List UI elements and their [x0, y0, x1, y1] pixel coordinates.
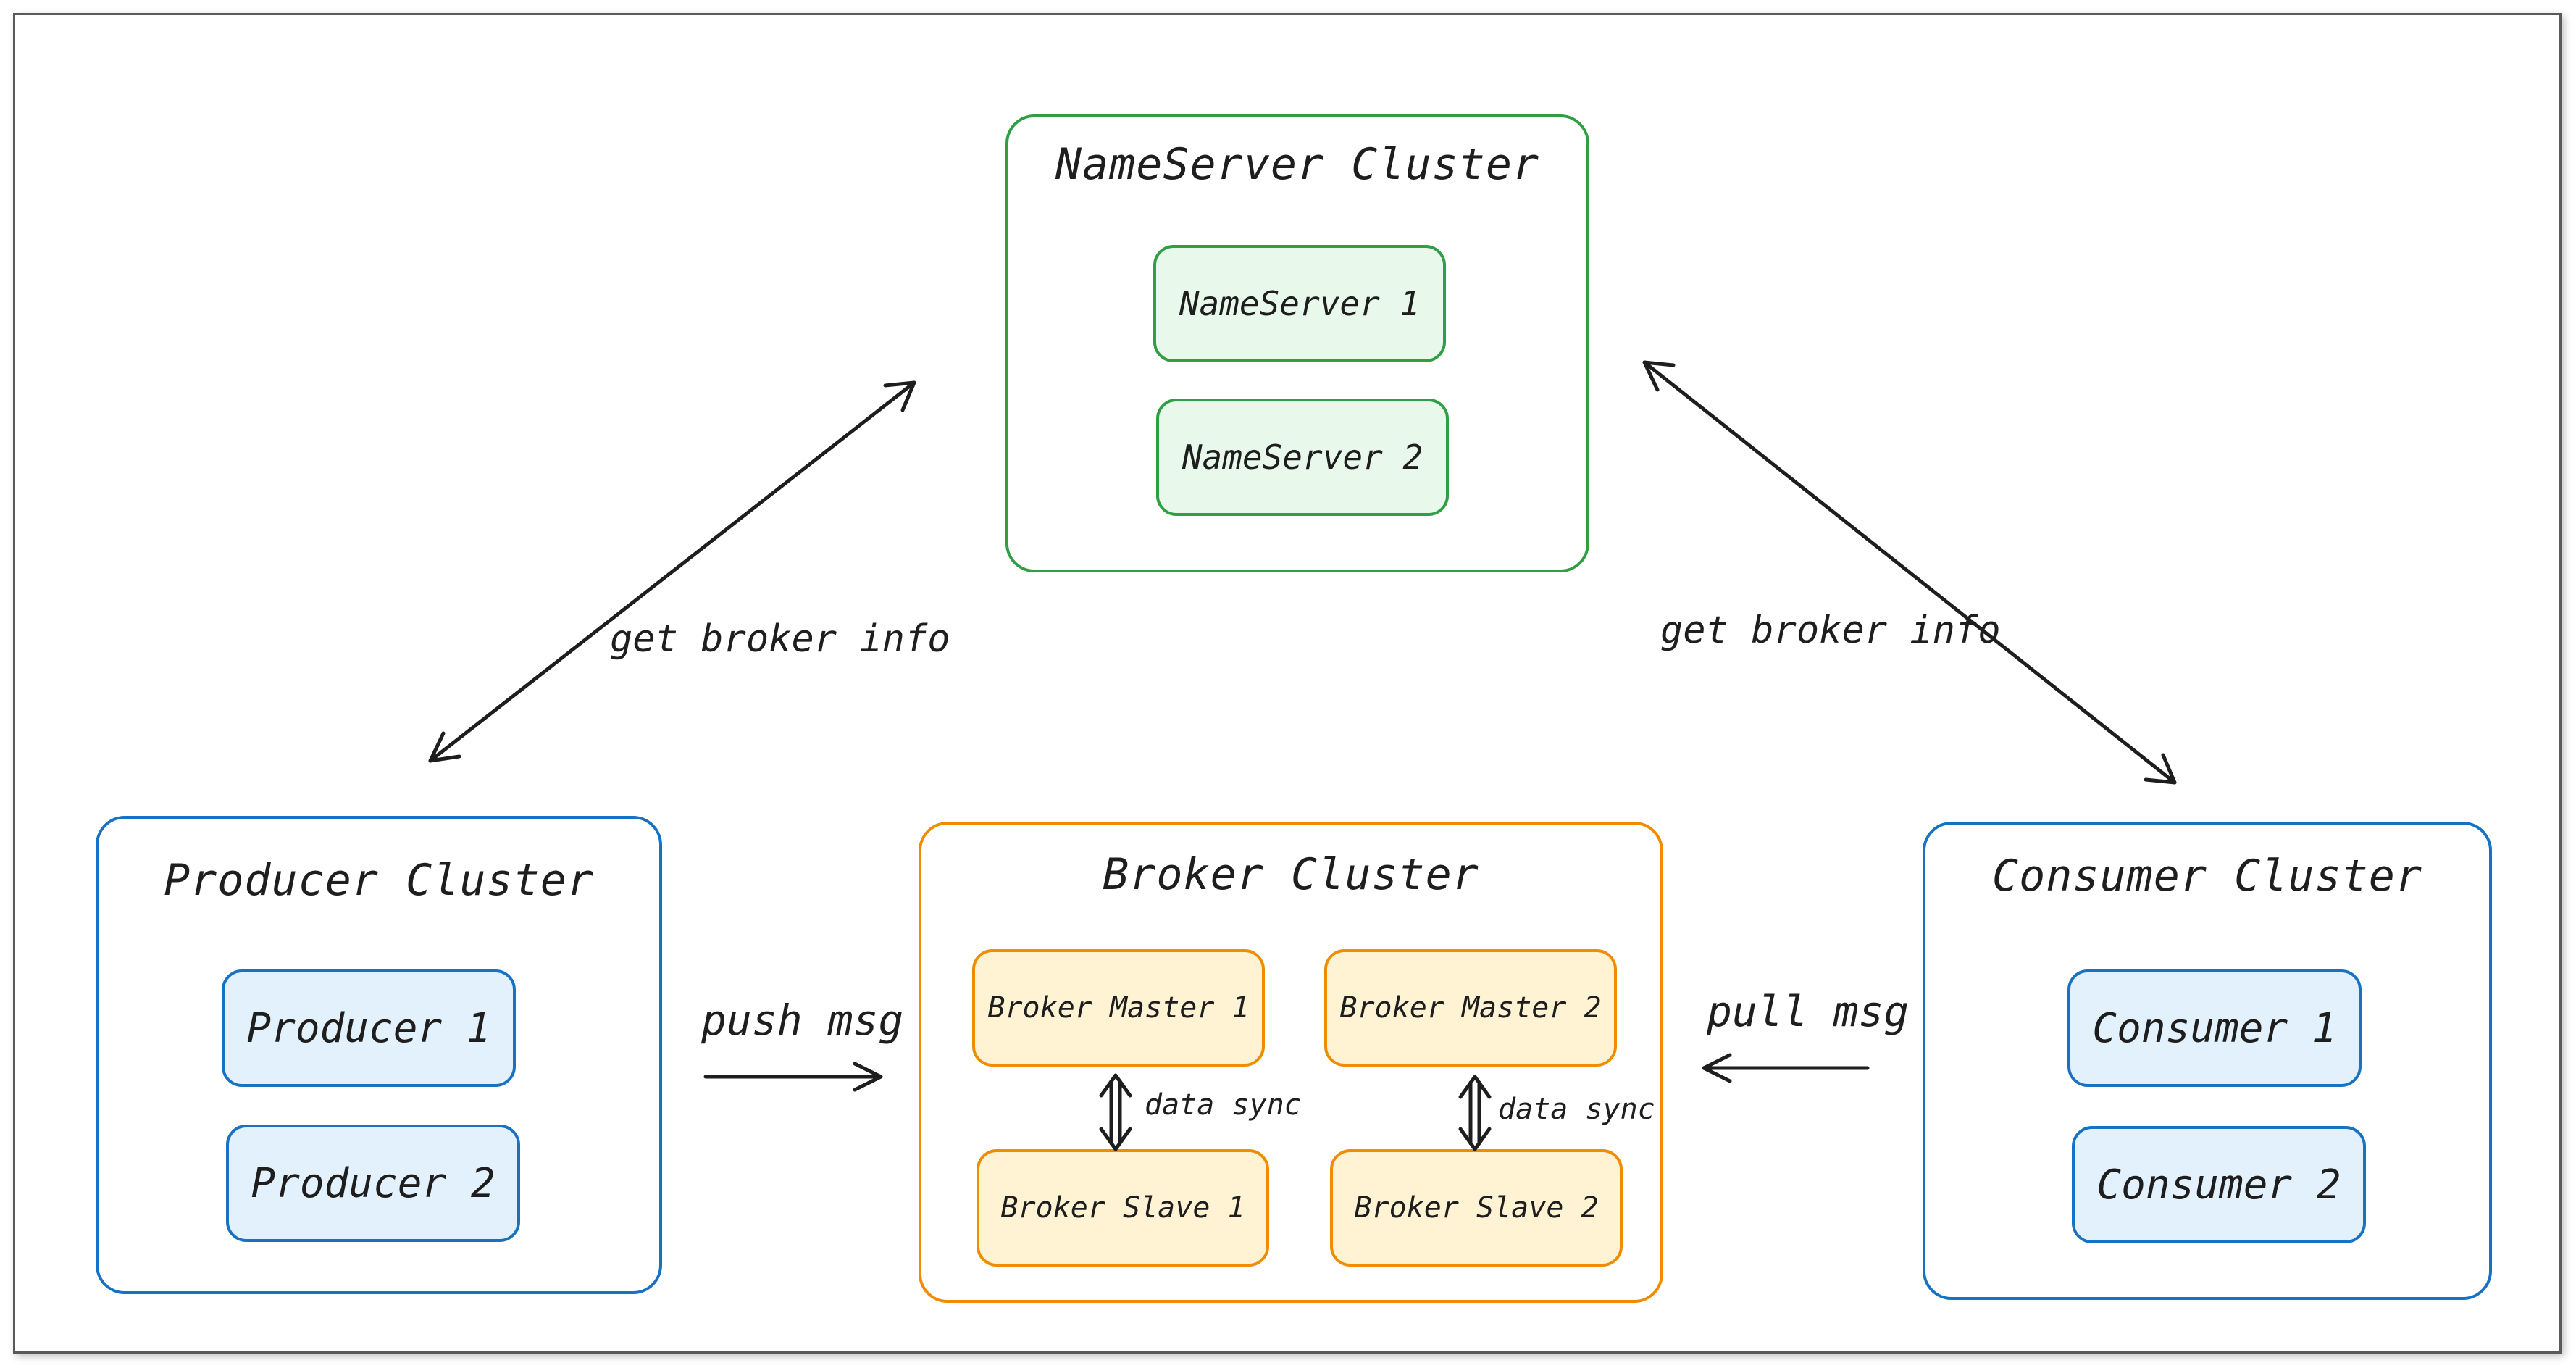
nameserver-cluster-title: NameServer Cluster: [1055, 139, 1540, 190]
producer-1: Producer 1: [222, 969, 516, 1087]
broker-cluster-title: Broker Cluster: [1103, 849, 1479, 900]
producer-nameserver-edge-label: get broker info: [610, 617, 950, 661]
consumer-cluster: Consumer Cluster Consumer 1 Consumer 2: [1923, 822, 2492, 1300]
pull-msg-arrow: [1702, 1053, 1870, 1083]
data-sync-arrow-2: [1458, 1075, 1492, 1151]
producer-nameserver-arrow: [428, 380, 916, 763]
nameserver-1: NameServer 1: [1153, 245, 1446, 362]
broker-cluster: Broker Cluster Broker Master 1 Broker Ma…: [919, 822, 1663, 1303]
consumer-nameserver-arrow: [1642, 360, 2177, 785]
producer-cluster-title: Producer Cluster: [164, 855, 594, 906]
push-msg-label: push msg: [701, 996, 904, 1045]
consumer-cluster-title: Consumer Cluster: [1992, 851, 2422, 901]
broker-master-2: Broker Master 2: [1324, 949, 1617, 1067]
consumer-nameserver-edge-label: get broker info: [1660, 609, 2001, 652]
push-msg-arrow: [703, 1062, 883, 1092]
broker-slave-2: Broker Slave 2: [1330, 1149, 1623, 1267]
nameserver-cluster: NameServer Cluster NameServer 1 NameServ…: [1005, 114, 1589, 572]
consumer-2: Consumer 2: [2072, 1126, 2366, 1243]
pull-msg-label: pull msg: [1707, 987, 1910, 1036]
data-sync-label-2: data sync: [1498, 1093, 1655, 1126]
consumer-1: Consumer 1: [2067, 969, 2362, 1087]
data-sync-arrow-1: [1099, 1073, 1132, 1151]
broker-master-1: Broker Master 1: [972, 949, 1265, 1067]
producer-cluster: Producer Cluster Producer 1 Producer 2: [96, 816, 662, 1294]
producer-2: Producer 2: [226, 1125, 520, 1242]
broker-slave-1: Broker Slave 1: [977, 1149, 1269, 1267]
nameserver-2: NameServer 2: [1156, 399, 1449, 516]
data-sync-label-1: data sync: [1145, 1088, 1302, 1122]
